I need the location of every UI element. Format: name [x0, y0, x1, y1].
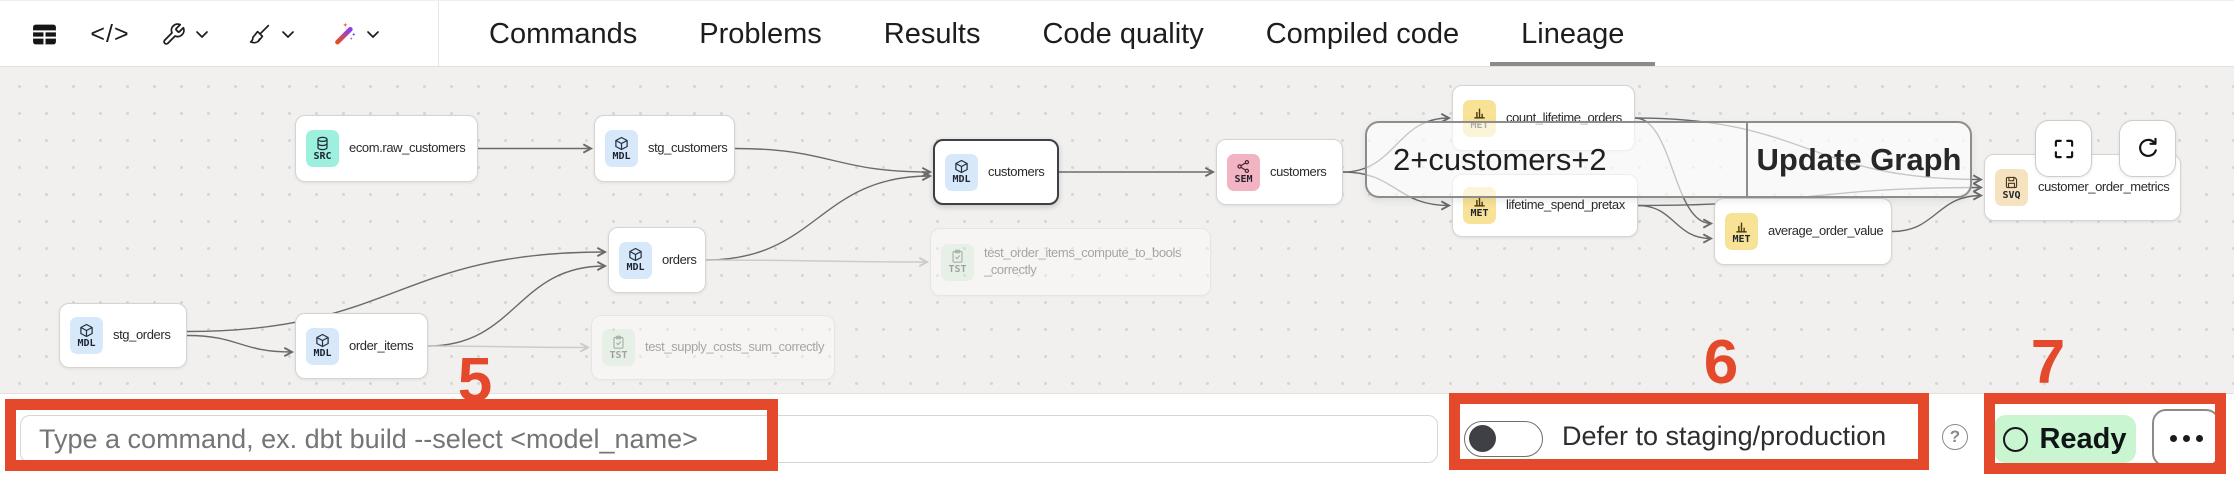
lineage-selector-input[interactable]: 2+customers+2 [1393, 141, 1607, 177]
chart-icon: MET [1725, 213, 1758, 250]
node-label: customers [1270, 163, 1327, 179]
node-label: lifetime_spend_pretax [1506, 197, 1625, 213]
graph-node-raw_customers[interactable]: SRC ecom.raw_customers [295, 115, 478, 182]
cube-icon: MDL [605, 130, 638, 167]
more-options-button[interactable] [2152, 409, 2220, 467]
help-icon[interactable]: ? [1942, 424, 1968, 450]
node-label: orders [662, 251, 697, 267]
node-label: average_order_value [1768, 223, 1884, 239]
status-circle-icon [2003, 426, 2029, 452]
lineage-selector-bar: 2+customers+2 Update Graph [1365, 121, 1972, 198]
fullscreen-icon [2051, 136, 2077, 162]
tab-compiled-code[interactable]: Compiled code [1265, 17, 1460, 50]
code-view-button[interactable]: </> [84, 11, 136, 57]
toggle-knob [1469, 425, 1496, 452]
cube-icon: MDL [306, 327, 339, 365]
node-label: count_lifetime_orders [1506, 109, 1622, 125]
ready-label: Ready [2039, 422, 2127, 455]
chevron-down-icon [195, 30, 209, 39]
node-label: stg_customers [648, 140, 728, 156]
update-graph-button[interactable]: Update Graph [1756, 141, 1962, 177]
refresh-button[interactable] [2119, 120, 2176, 177]
toolbar-divider [438, 1, 439, 67]
command-bar: Defer to staging/production ? Ready [0, 393, 2234, 478]
tab-problems[interactable]: Problems [699, 17, 822, 50]
node-label: order_items [349, 337, 414, 353]
tab-code-quality[interactable]: Code quality [1042, 17, 1204, 50]
ready-status[interactable]: Ready [1994, 415, 2136, 463]
ellipsis-icon [2169, 434, 2177, 442]
node-label: test_order_items_compute_to_bools_correc… [984, 245, 1182, 277]
fit-view-button[interactable] [2035, 120, 2092, 177]
graph-node-tst_supply[interactable]: TST test_supply_costs_sum_correctly [591, 315, 835, 380]
node-label: ecom.raw_customers [349, 140, 466, 156]
table-icon [31, 21, 58, 48]
refresh-icon [2135, 136, 2161, 162]
save-icon: SVQ [1995, 169, 2028, 206]
semantic-icon: SEM [1227, 153, 1260, 191]
wrench-icon [161, 22, 186, 47]
node-label: test_supply_costs_sum_correctly [645, 339, 825, 355]
tab-results[interactable]: Results [883, 17, 981, 50]
chevron-down-icon [366, 30, 380, 39]
graph-node-customers_sem[interactable]: SEM customers [1216, 139, 1343, 205]
cube-icon: MDL [619, 241, 652, 279]
cube-icon: MDL [70, 317, 103, 354]
panel-tabs: Commands Problems Results Code quality Compi… [458, 1, 1656, 67]
node-label: customer_order_metrics [2038, 179, 2170, 195]
cleanup-tools-button[interactable] [236, 11, 306, 57]
defer-toggle[interactable] [1464, 421, 1543, 457]
cube-icon: MDL [945, 153, 978, 191]
database-icon: SRC [306, 130, 339, 167]
command-input[interactable] [20, 415, 1438, 463]
clipboard-icon: TST [941, 243, 974, 281]
graph-node-customers_mdl[interactable]: MDL customers [933, 139, 1059, 205]
defer-label: Defer to staging/production [1562, 421, 1887, 451]
tab-lineage[interactable]: Lineage [1490, 1, 1656, 67]
graph-node-avg_order[interactable]: MET average_order_value [1714, 198, 1892, 265]
graph-node-order_items[interactable]: MDL order_items [295, 313, 428, 379]
graph-node-stg_customers[interactable]: MDL stg_customers [594, 115, 735, 182]
ai-assist-button[interactable] [320, 11, 390, 57]
node-label: stg_orders [113, 327, 171, 343]
node-label: customers [988, 163, 1045, 179]
chevron-down-icon [281, 30, 295, 39]
graph-node-orders[interactable]: MDL orders [608, 227, 706, 293]
code-icon: </> [90, 19, 130, 48]
build-tools-button[interactable] [150, 11, 220, 57]
wand-icon [331, 21, 357, 47]
tab-commands[interactable]: Commands [489, 17, 638, 50]
clipboard-icon: TST [602, 329, 635, 366]
table-view-button[interactable] [20, 11, 68, 57]
graph-node-stg_orders[interactable]: MDL stg_orders [59, 303, 187, 368]
broom-icon [247, 22, 272, 47]
graph-node-tst_order_items[interactable]: TST test_order_items_compute_to_bools_cor… [930, 228, 1211, 296]
